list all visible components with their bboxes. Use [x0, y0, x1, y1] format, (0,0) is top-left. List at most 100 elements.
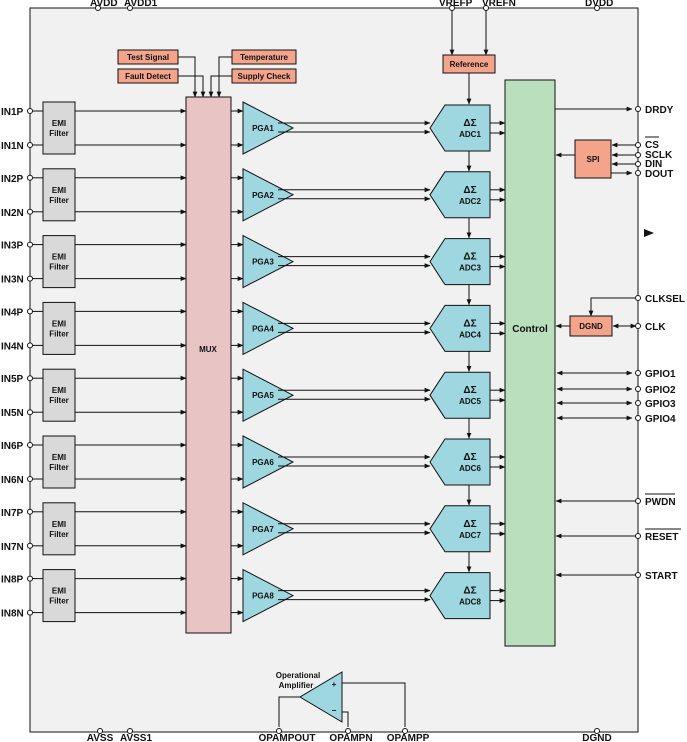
- emi-filter-label-3: Filter: [49, 263, 69, 272]
- adc-label-6: ADC6: [459, 464, 481, 473]
- emi-label-2: EMI: [52, 186, 66, 195]
- emi-filter-label-6: Filter: [49, 463, 69, 472]
- pin-dout: DOUT: [645, 169, 673, 180]
- opamp-plus: +: [332, 680, 337, 689]
- pin-din: DIN: [645, 159, 662, 170]
- emi-filter-label-7: Filter: [49, 530, 69, 539]
- emi-filter-label-2: Filter: [49, 196, 69, 205]
- emi-label-6: EMI: [52, 453, 66, 462]
- pin-gpio2: GPIO2: [645, 385, 676, 396]
- opamp: Operational Amplifier + −: [276, 671, 406, 727]
- pin-gpio3: GPIO3: [645, 399, 676, 410]
- control-label: Control: [512, 324, 548, 335]
- pin-sclk: SCLK: [645, 150, 673, 161]
- adc-delta-sigma-3: ΔΣ: [463, 252, 476, 263]
- pga-label-5: PGA5: [252, 391, 274, 400]
- pin-in1n: IN1N: [1, 141, 24, 152]
- pga-label-1: PGA1: [252, 124, 274, 133]
- pin-dot-in6p: [27, 442, 33, 448]
- pga-2: [242, 167, 295, 222]
- pga-label-8: PGA8: [252, 592, 274, 601]
- emi-filter-7: [42, 502, 76, 556]
- adc-label-1: ADC1: [459, 130, 481, 139]
- pin-in8n: IN8N: [1, 609, 24, 620]
- adc-label-7: ADC7: [459, 531, 481, 540]
- pin-in6p: IN6P: [1, 441, 24, 452]
- pin-drdy: DRDY: [645, 105, 674, 116]
- pin-in1p: IN1P: [1, 107, 24, 118]
- emi-filter-label-5: Filter: [49, 396, 69, 405]
- pga-label-7: PGA7: [252, 525, 274, 534]
- pin-dot-in3p: [27, 241, 33, 248]
- pin-dot-in8p: [27, 575, 33, 582]
- pin-in5n: IN5N: [1, 408, 24, 419]
- emi-filter-label-1: Filter: [49, 129, 69, 138]
- pin-in8p: IN8P: [1, 575, 24, 586]
- pin-avdd1: AVDD1: [124, 0, 158, 9]
- emi-label-5: EMI: [52, 386, 66, 395]
- pin-avss1: AVSS1: [120, 733, 152, 742]
- opamp-triangle: [299, 671, 343, 723]
- pin-dgnd: DGND: [582, 733, 611, 742]
- emi-filter-label-8: Filter: [49, 597, 69, 606]
- pga-8: [242, 568, 295, 623]
- pin-dot-in5p: [27, 375, 33, 382]
- adc-delta-sigma-7: ΔΣ: [463, 519, 476, 530]
- pin-dot-in7p: [27, 508, 33, 515]
- adc-delta-sigma-2: ΔΣ: [463, 185, 476, 196]
- pin-clksel: CLKSEL: [645, 294, 685, 305]
- pin-gpio4: GPIO4: [645, 414, 676, 425]
- adc-delta-sigma-1: ΔΣ: [463, 118, 476, 129]
- emi-label-3: EMI: [52, 253, 66, 262]
- arrow-marker: [644, 229, 654, 237]
- pin-dot-in6n: [27, 476, 33, 482]
- pin-dvdd: DVDD: [585, 0, 613, 9]
- pin-in2p: IN2P: [1, 174, 24, 185]
- pga-label-6: PGA6: [252, 458, 274, 467]
- adc-8: [429, 572, 491, 620]
- pin-dot-in3n: [27, 275, 33, 282]
- emi-filter-2: [42, 168, 76, 222]
- adc-5: [429, 371, 491, 419]
- emi-label-7: EMI: [52, 520, 66, 529]
- opamp-label-line1: Operational: [276, 671, 320, 680]
- emi-label-1: EMI: [52, 119, 66, 128]
- adc-delta-sigma-4: ΔΣ: [463, 318, 476, 329]
- emi-filter-4: [42, 301, 76, 355]
- adc-label-3: ADC3: [459, 264, 481, 273]
- pin-in6n: IN6N: [1, 475, 24, 486]
- pga-label-3: PGA3: [252, 258, 274, 267]
- emi-filter-3: [42, 235, 76, 289]
- pga-4: [242, 301, 295, 356]
- fault-detect-label: Fault Detect: [125, 72, 171, 81]
- adc-2: [429, 171, 491, 219]
- pin-dot-in4p: [27, 308, 33, 315]
- opamp-minus: −: [332, 706, 337, 715]
- adc-label-8: ADC8: [459, 598, 481, 607]
- pin-dot-in8n: [27, 609, 33, 616]
- adc-1: [429, 104, 491, 152]
- adc-delta-sigma-6: ΔΣ: [463, 452, 476, 463]
- pin-dot-in2n: [27, 208, 33, 215]
- pga-1: [242, 101, 295, 155]
- pin-gpio1: GPIO1: [645, 369, 676, 380]
- pin-dot-in7n: [27, 542, 33, 549]
- pin-avdd: AVDD: [90, 0, 118, 9]
- pin-in2n: IN2N: [1, 208, 24, 219]
- pin-dot-in4n: [27, 342, 33, 349]
- emi-filter-5: [42, 368, 76, 422]
- pin-dot-in1n: [27, 142, 33, 148]
- pin-in4p: IN4P: [1, 307, 24, 318]
- right-interface: DRDY SPI CS SCLK DIN DOUT CLKSEL DGND CL…: [555, 105, 685, 582]
- osc-label: DGND: [579, 322, 603, 331]
- pga-label-2: PGA2: [252, 191, 274, 200]
- test-signal-label: Test Signal: [127, 53, 169, 62]
- pin-in4n: IN4N: [1, 341, 24, 352]
- adc-4: [429, 304, 491, 352]
- emi-filter-1: [42, 101, 76, 155]
- adc-label-5: ADC5: [459, 397, 481, 406]
- adc-label-4: ADC4: [459, 330, 481, 339]
- top-pins: AVDD AVDD1 VREFP VREFN DVDD: [90, 0, 613, 11]
